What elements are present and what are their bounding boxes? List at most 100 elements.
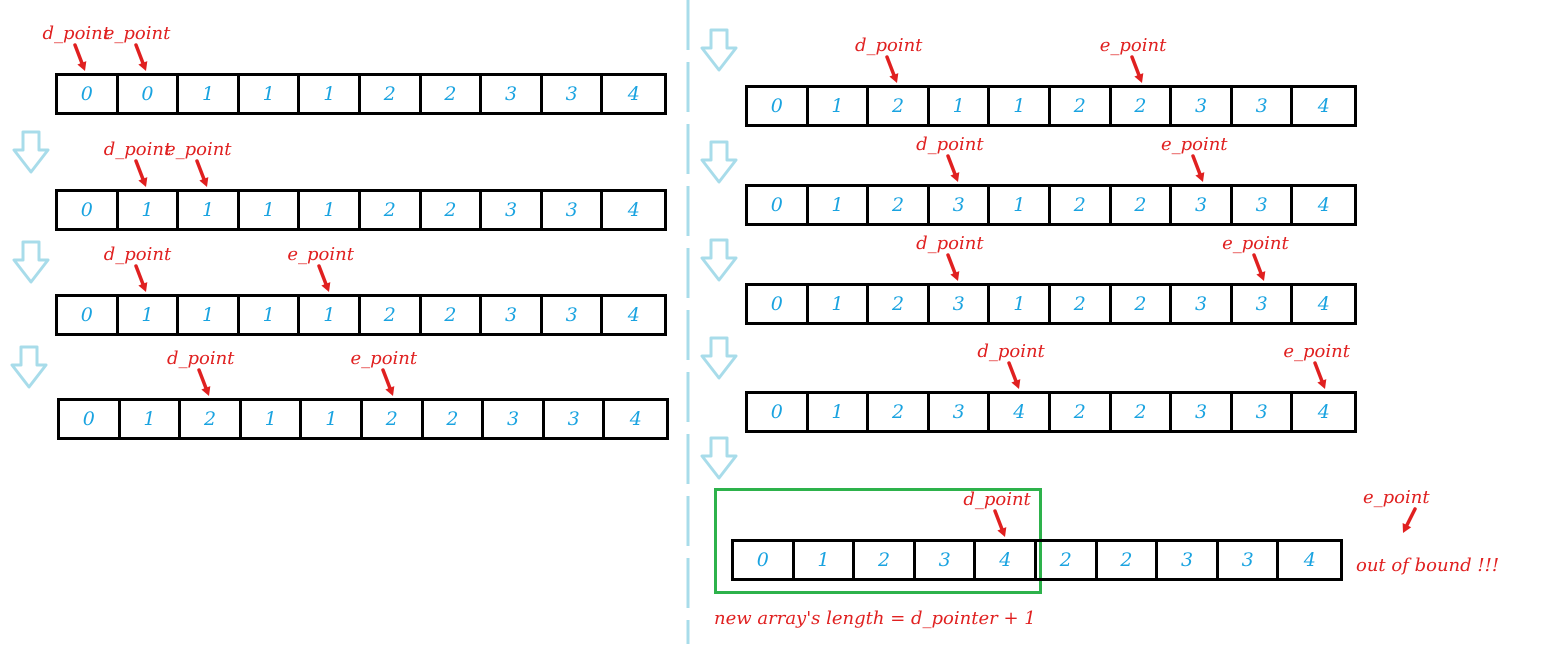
d-point-label: d_point	[854, 35, 923, 56]
array-cell: 3	[543, 192, 604, 228]
e-point-arrow-icon	[133, 43, 148, 71]
array-cell: 2	[1051, 286, 1112, 322]
array-cell: 2	[361, 76, 422, 112]
d-point-arrow-icon	[72, 43, 86, 71]
array-cell: 1	[302, 401, 364, 437]
array-cell: 4	[627, 304, 640, 326]
down-arrow-icon	[12, 240, 50, 284]
d-point-label: d_point	[916, 134, 984, 155]
array-cell: 2	[869, 88, 930, 124]
e-point-arrow-icon	[317, 264, 331, 292]
array-cell: 0	[748, 187, 809, 223]
array-cell: 3	[1158, 542, 1219, 578]
array-cell: 1	[179, 192, 240, 228]
array-cell: 2	[424, 401, 485, 437]
array-cell: 2	[1051, 88, 1112, 124]
array-cell: 4	[627, 83, 640, 105]
array-cell: 3	[1172, 187, 1233, 223]
array-cell: 2	[361, 192, 422, 228]
array-cell: 3	[1233, 394, 1294, 430]
array-cell: 2	[1051, 394, 1112, 430]
e-point-arrow-icon	[1252, 253, 1266, 281]
array-cell: 0	[60, 401, 121, 437]
array-cell: 1	[240, 76, 301, 112]
array-cell: 2	[1112, 394, 1173, 430]
d-point-arrow-icon	[946, 253, 960, 281]
array-cell: 1	[119, 297, 180, 333]
e-point-label: e_point	[1160, 134, 1228, 155]
d-point-label: d_point	[103, 244, 172, 265]
d-point-arrow-icon	[133, 264, 148, 292]
length-formula: new array's length = d_pointer + 1	[714, 608, 1036, 629]
array-cell: 0	[58, 76, 119, 112]
array-cell: 4	[629, 408, 642, 430]
d-point-label: d_point	[42, 23, 110, 44]
array-cell: 1	[179, 76, 240, 112]
array-cell: 4	[976, 542, 1038, 578]
array-cell: 1	[300, 297, 362, 333]
e-point-label: e_point	[164, 139, 232, 160]
array-cell: 1	[242, 401, 303, 437]
e-point-label: e_point	[287, 244, 354, 265]
e-point-label: e_point	[1283, 341, 1350, 362]
array-cell: 1	[119, 192, 180, 228]
array-cell: 2	[422, 192, 483, 228]
down-arrow-icon	[12, 130, 50, 174]
out-of-bound-note: out of bound !!!	[1356, 555, 1500, 576]
e-point-label: e_point	[103, 23, 171, 44]
array-cell: 0	[748, 394, 809, 430]
array-cell: 0	[748, 88, 809, 124]
array-cell: 3	[1233, 88, 1294, 124]
array-cell: 1	[809, 394, 870, 430]
array-cell: 1	[809, 88, 870, 124]
e-point-label: e_point	[1363, 487, 1430, 508]
array-cell: 1	[795, 542, 856, 578]
array-cell: 1	[990, 286, 1052, 322]
array-cell: 0	[58, 192, 119, 228]
e-point-label: e_point	[1099, 35, 1167, 56]
array-cell: 4	[990, 394, 1052, 430]
down-arrow-icon	[700, 28, 738, 72]
array-cell: 2	[422, 76, 483, 112]
d-point-label: d_point	[916, 233, 984, 254]
d-point-arrow-icon	[1007, 361, 1021, 389]
down-arrow-icon	[700, 238, 738, 282]
down-arrow-icon	[700, 140, 738, 184]
array-cell: 3	[482, 192, 543, 228]
array-cell: 1	[930, 88, 991, 124]
array-cell: 0	[748, 286, 809, 322]
array-cell: 1	[179, 297, 240, 333]
array-cell: 2	[1037, 542, 1098, 578]
array-cell: 1	[809, 286, 870, 322]
array-cell: 1	[300, 76, 362, 112]
array-cell: 2	[869, 187, 930, 223]
array-cell: 1	[990, 187, 1052, 223]
array-cell: 0	[58, 297, 119, 333]
array-cell: 3	[1172, 88, 1233, 124]
array-cell: 3	[930, 286, 991, 322]
array-cell: 3	[543, 76, 604, 112]
d-point-arrow-icon	[197, 368, 211, 396]
array-cell: 3	[1233, 286, 1294, 322]
down-arrow-icon	[10, 345, 48, 389]
array-cell: 4	[1317, 194, 1330, 216]
array-cell: 2	[869, 394, 930, 430]
array-cell: 4	[627, 199, 640, 221]
e-point-arrow-icon	[1402, 507, 1417, 533]
array-cell: 3	[482, 76, 543, 112]
d-point-label: d_point	[103, 139, 172, 160]
array-cell: 3	[482, 297, 543, 333]
array-cell: 2	[855, 542, 916, 578]
e-point-arrow-icon	[1191, 154, 1205, 182]
down-arrow-icon	[700, 336, 738, 380]
array-cell: 2	[1112, 187, 1173, 223]
array-cell: 2	[1112, 88, 1173, 124]
